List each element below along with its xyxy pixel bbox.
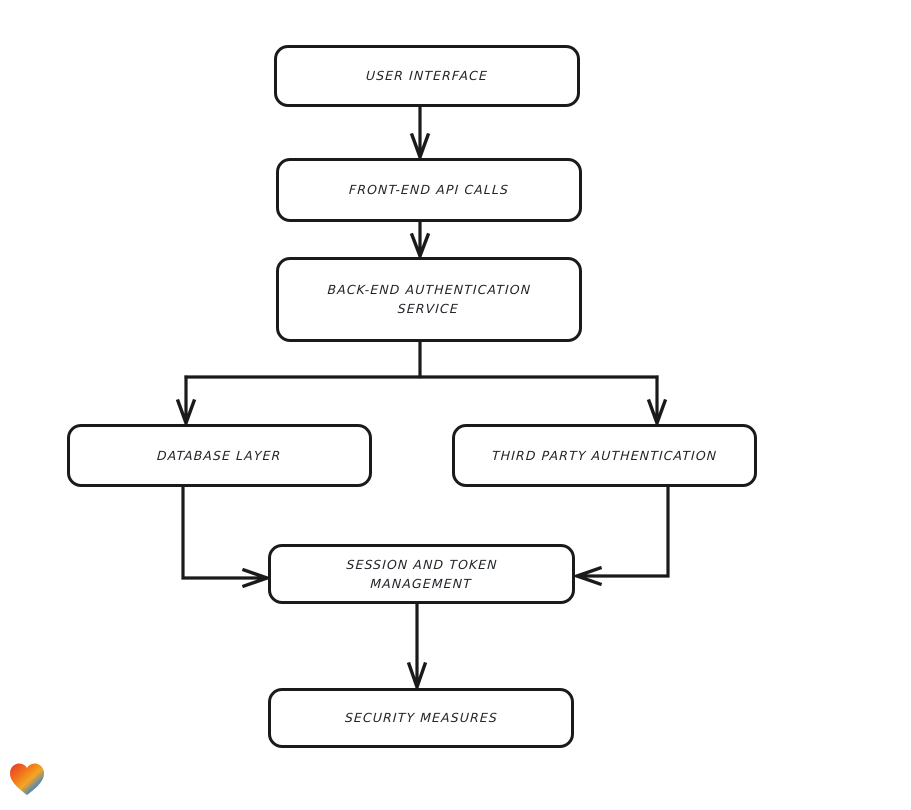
- heart-icon: [10, 763, 44, 795]
- edge-backend-auth-split-trunk: [184, 340, 659, 379]
- flow-node-session-token[interactable]: SESSION AND TOKEN MANAGEMENT: [268, 544, 575, 604]
- flow-node-label: DATABASE LAYER: [156, 447, 283, 463]
- edge-third-party-auth-to-session-token: [571, 485, 670, 587]
- edge-backend-auth-to-database-layer: [175, 375, 197, 428]
- flow-node-label: FRONT-END API CALLS: [348, 182, 510, 198]
- flow-node-security-measures[interactable]: SECURITY MEASURES: [268, 688, 574, 748]
- edge-session-token-to-security: [406, 602, 428, 693]
- flow-node-label: SESSION AND TOKEN MANAGEMENT: [345, 556, 499, 591]
- edge-frontend-api-to-backend-auth: [409, 220, 431, 261]
- flow-node-user-interface[interactable]: USER INTERFACE: [274, 45, 580, 107]
- flow-node-backend-auth[interactable]: BACK-END AUTHENTICATION SERVICE: [276, 257, 582, 342]
- flow-node-third-party-auth[interactable]: THIRD PARTY AUTHENTICATION: [452, 424, 757, 487]
- edge-backend-auth-to-third-party-auth: [646, 375, 668, 428]
- edge-database-layer-to-session-token: [181, 485, 273, 589]
- flow-node-label: USER INTERFACE: [365, 68, 489, 84]
- flow-node-label: BACK-END AUTHENTICATION SERVICE: [327, 282, 532, 317]
- edge-user-interface-to-frontend-api: [409, 105, 431, 162]
- flow-node-frontend-api[interactable]: FRONT-END API CALLS: [276, 158, 582, 222]
- flow-node-label: THIRD PARTY AUTHENTICATION: [491, 447, 718, 463]
- flow-node-label: SECURITY MEASURES: [344, 710, 498, 726]
- flow-node-database-layer[interactable]: DATABASE LAYER: [67, 424, 372, 487]
